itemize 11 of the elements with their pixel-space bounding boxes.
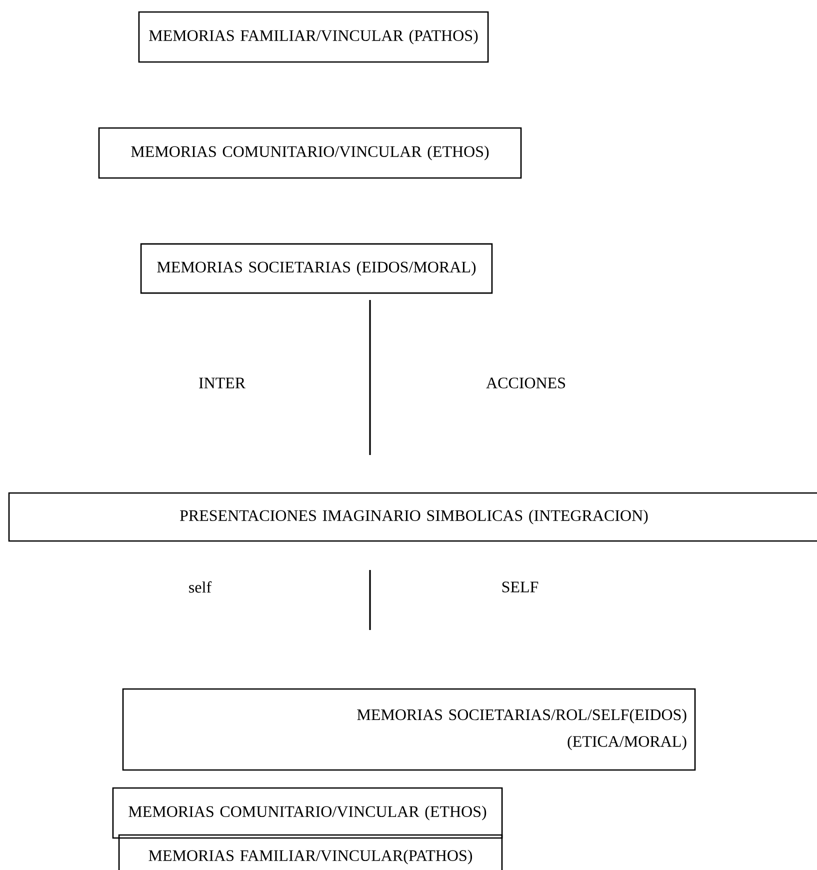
side-label: INTER: [199, 378, 246, 388]
side-label: SELF: [502, 582, 538, 592]
side-label: self: [189, 581, 212, 593]
side-label: ACCIONES: [486, 378, 565, 388]
memory-box: MEMORIAS FAMILIAR/VINCULAR(PATHOS): [118, 834, 503, 870]
memory-box: MEMORIAS COMUNITARIO/VINCULAR (ETHOS): [112, 787, 503, 839]
memory-box: PRESENTACIONES IMAGINARIO SIMBOLICAS (INTEGRACION): [8, 492, 817, 542]
memory-box: MEMORIAS SOCIETARIAS/ROL/SELF(EIDOS) (ETICA/MORAL): [122, 688, 696, 771]
memory-box: MEMORIAS FAMILIAR/VINCULAR (PATHOS): [138, 11, 489, 63]
memory-box: MEMORIAS COMUNITARIO/VINCULAR (ETHOS): [98, 127, 522, 179]
memory-box: MEMORIAS SOCIETARIAS (EIDOS/MORAL): [140, 243, 493, 294]
